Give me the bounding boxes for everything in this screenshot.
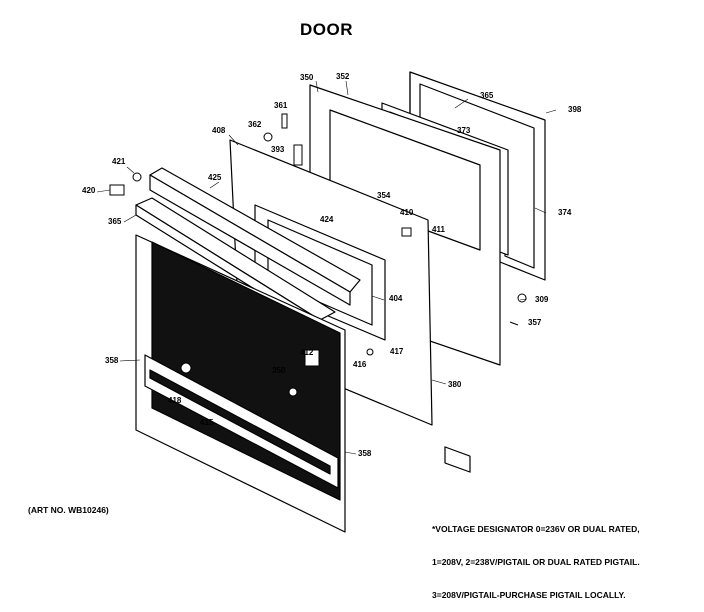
callout-373: 373 [457, 126, 471, 135]
callout-361: 361 [274, 101, 288, 110]
callout-354: 354 [377, 191, 391, 200]
latch-412-part [304, 349, 320, 367]
front-door-panel-part [135, 234, 346, 533]
diagram-title: DOOR [300, 20, 353, 39]
callout-418: 418 [168, 396, 182, 405]
screw-309-part [517, 293, 527, 303]
callout-411: 411 [432, 225, 445, 234]
voltage-note: *VOLTAGE DESIGNATOR 0=236V OR DUAL RATED… [432, 502, 640, 612]
callout-398: 398 [568, 105, 582, 114]
screw-421-part [132, 172, 142, 182]
voltage-note-line: 3=208V/PIGTAIL-PURCHASE PIGTAIL LOCALLY. [432, 590, 626, 600]
callout-365-a: 365 [480, 91, 494, 100]
voltage-note-line: *VOLTAGE DESIGNATOR 0=236V OR DUAL RATED… [432, 524, 640, 534]
callout-416: 416 [353, 360, 367, 369]
door-handle-part [149, 167, 361, 306]
callout-352: 352 [336, 72, 350, 81]
callout-362: 362 [248, 120, 262, 129]
callout-380: 380 [448, 380, 462, 389]
hinge-393-part [293, 144, 303, 166]
callout-393: 393 [271, 145, 285, 154]
leader-lines [96, 80, 557, 455]
clip-410-part [401, 227, 412, 237]
callout-357: 357 [528, 318, 542, 327]
screw-417-part [366, 348, 374, 356]
spring-357-part [509, 321, 519, 326]
pin-361-part [281, 113, 288, 129]
callout-412: 412 [300, 348, 314, 357]
art-number: (ART NO. WB10246) [28, 505, 109, 515]
callout-410: 410 [400, 208, 414, 217]
callout-420: 420 [82, 186, 96, 195]
callout-424: 424 [320, 215, 334, 224]
callout-350-a: 350 [300, 73, 314, 82]
callout-404: 404 [389, 294, 403, 303]
door-exploded-diagram: 350 352 365 398 361 362 373 408 393 421 … [82, 71, 582, 533]
callout-350-b: 350 [272, 366, 286, 375]
callout-408: 408 [212, 126, 226, 135]
callout-425: 425 [208, 173, 222, 182]
callout-309: 309 [535, 295, 549, 304]
hinge-420-part [109, 184, 125, 196]
callout-labels: 350 352 365 398 361 362 373 408 393 421 … [82, 72, 582, 458]
callout-415: 415 [200, 418, 214, 427]
screw-416-part [288, 387, 298, 397]
callout-417: 417 [390, 347, 404, 356]
callout-421: 421 [112, 157, 126, 166]
bracket-418-part [180, 362, 192, 374]
callout-374: 374 [558, 208, 572, 217]
washer-362-part [263, 132, 273, 142]
callout-365-b: 365 [108, 217, 122, 226]
callout-358-b: 358 [358, 449, 372, 458]
voltage-note-line: 1=208V, 2=238V/PIGTAIL OR DUAL RATED PIG… [432, 557, 640, 567]
callout-358-a: 358 [105, 356, 119, 365]
